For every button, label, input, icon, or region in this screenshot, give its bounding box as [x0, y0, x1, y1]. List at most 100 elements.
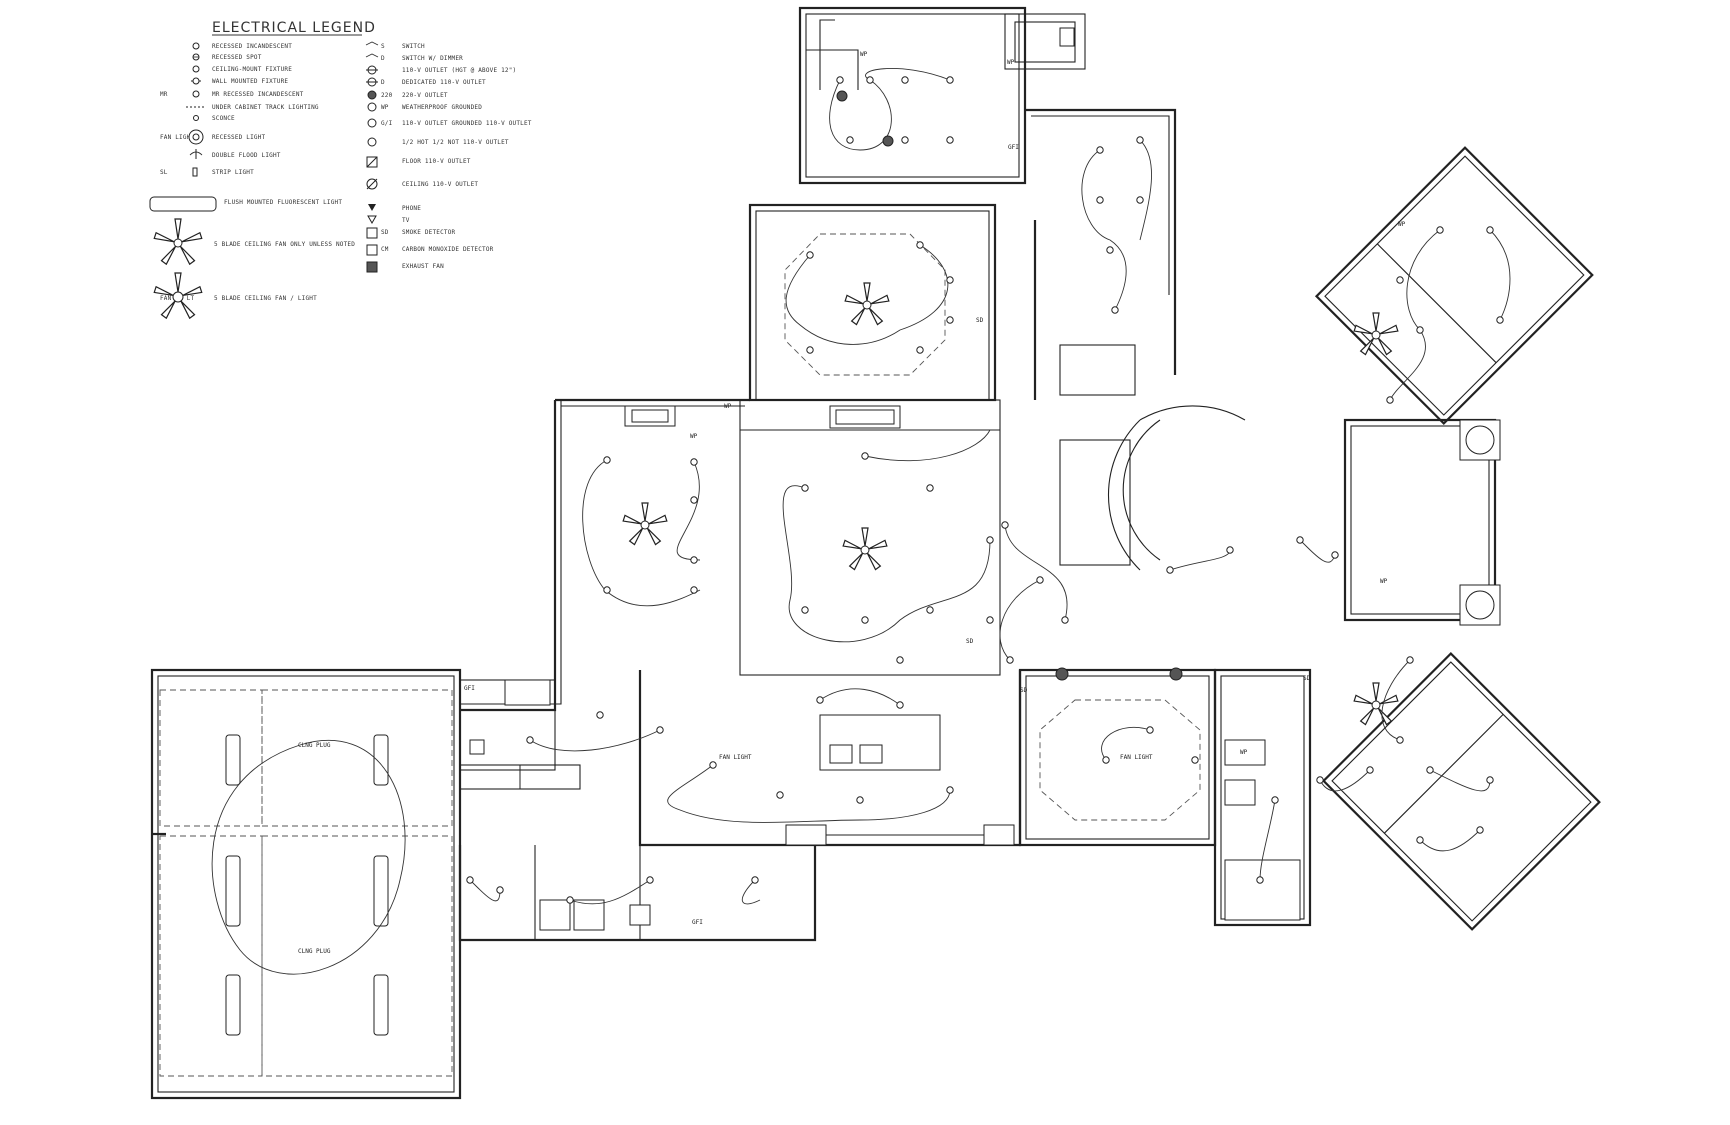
recessed-light-fixture [926, 606, 934, 614]
recessed-light-fixture [836, 76, 844, 84]
smoke-detector-label: SD [1020, 687, 1028, 694]
fan-light-label: FAN LIGHT [1120, 754, 1153, 761]
recessed-light-fixture [1006, 656, 1014, 664]
legend-symbol-code: FAN LIGHT [160, 134, 194, 141]
recessed-light-fixture [466, 876, 474, 884]
recessed-light-fixture [1366, 766, 1374, 774]
ceiling-fans [622, 282, 1399, 726]
light-fixtures [466, 76, 1504, 904]
recessed-light-fixture [926, 484, 934, 492]
gfi-label: GFI [1008, 144, 1019, 151]
recessed-light-fixture [1476, 826, 1484, 834]
legend-title: ELECTRICAL LEGEND [212, 20, 376, 36]
legend-symbol-code: MR [160, 91, 168, 98]
recessed-light-fixture [1096, 196, 1104, 204]
ceiling-fan-icon [844, 282, 890, 326]
recessed-light-fixture [1061, 616, 1069, 624]
recessed-light-fixture [1001, 521, 1009, 529]
legend-symbol-code: CM [381, 246, 389, 253]
legend-item-label: SCONCE [212, 115, 235, 122]
recessed-light-fixture [901, 136, 909, 144]
legend-item-label: WALL MOUNTED FIXTURE [212, 78, 288, 85]
ceiling-fan-icon [622, 502, 668, 546]
recessed-light-fixture [846, 136, 854, 144]
recessed-light-fixture [861, 616, 869, 624]
plan-labels: WP WP WP WP WP WP WP SD SD SD SD GFI GFI… [298, 51, 1406, 955]
recessed-light-fixture [916, 346, 924, 354]
legend-item-label: RECESSED INCANDESCENT [212, 43, 292, 50]
recessed-light-fixture [946, 76, 954, 84]
legend-item-label: DOUBLE FLOOD LIGHT [212, 152, 281, 159]
recessed-light-fixture [1226, 546, 1234, 554]
legend-symbol-code: D [381, 79, 385, 86]
recessed-light-fixture [646, 876, 654, 884]
wall-sconces [836, 90, 1183, 681]
recessed-light-fixture [986, 536, 994, 544]
ceiling-fan-icon [1353, 682, 1399, 726]
legend-symbol-code: SL [160, 169, 168, 176]
recessed-light-fixture [806, 346, 814, 354]
recessed-light-fixture [1106, 246, 1114, 254]
walls [150, 6, 1601, 1100]
recessed-light-fixture [1406, 656, 1414, 664]
recessed-light-fixture [916, 241, 924, 249]
recessed-light-fixture [801, 484, 809, 492]
recessed-light-fixture [816, 696, 824, 704]
recessed-light-fixture [656, 726, 664, 734]
legend-item-label: PHONE [402, 205, 421, 212]
recessed-light-fixture [751, 876, 759, 884]
recessed-light-fixture [1331, 551, 1339, 559]
recessed-light-fixture [1436, 226, 1444, 234]
ceiling-plug-label: CLNG PLUG [298, 742, 331, 749]
recessed-light-fixture [1486, 776, 1494, 784]
recessed-light-fixture [1396, 276, 1404, 284]
smoke-detector-label: SD [1303, 675, 1311, 682]
recessed-light-fixture [946, 276, 954, 284]
wp-label: WP [1240, 749, 1248, 756]
wp-label: WP [690, 433, 698, 440]
wp-label: WP [860, 51, 868, 58]
recessed-light-fixture [1102, 756, 1110, 764]
legend-fan-icon [153, 218, 203, 266]
recessed-light-fixture [1136, 136, 1144, 144]
recessed-light-fixture [566, 896, 574, 904]
recessed-light-fixture [1386, 396, 1394, 404]
wiring [211, 68, 1511, 975]
legend-item-label: STRIP LIGHT [212, 169, 254, 176]
legend-item-label: 110-V OUTLET GROUNDED 110-V OUTLET [402, 120, 532, 127]
recessed-light-fixture [603, 456, 611, 464]
wp-label: WP [1007, 59, 1015, 66]
recessed-light-fixture [1271, 796, 1279, 804]
gfi-label: GFI [464, 685, 475, 692]
recessed-light-fixture [986, 616, 994, 624]
recessed-light-fixture [896, 701, 904, 709]
recessed-light-fixture [1191, 756, 1199, 764]
recessed-light-fixture [690, 556, 698, 564]
legend-item-label: UNDER CABINET TRACK LIGHTING [212, 104, 319, 111]
ceiling-plug-label: CLNG PLUG [298, 948, 331, 955]
legend-item-label: TV [402, 217, 410, 224]
legend-item-label: SMOKE DETECTOR [402, 229, 456, 236]
legend-item-label: CEILING 110-V OUTLET [402, 181, 478, 188]
legend-symbol-code: S [381, 43, 385, 50]
legend-fan-light-icon [153, 272, 203, 320]
legend-item-label: 5 BLADE CEILING FAN / LIGHT [214, 295, 317, 302]
legend-item-label: SWITCH W/ DIMMER [402, 55, 463, 62]
smoke-detector-label: SD [976, 317, 984, 324]
recessed-light-fixture [709, 761, 717, 769]
smoke-detector-label: SD [966, 638, 974, 645]
legend-symbol-code: SD [381, 229, 389, 236]
recessed-light-fixture [806, 251, 814, 259]
recessed-light-fixture [1166, 566, 1174, 574]
legend-symbol-code: D [381, 55, 385, 62]
legend-item-label: 5 BLADE CEILING FAN ONLY UNLESS NOTED [214, 241, 355, 248]
recessed-light-fixture [896, 656, 904, 664]
recessed-light-fixture [596, 711, 604, 719]
recessed-light-fixture [866, 76, 874, 84]
legend-symbol-code: WP [381, 104, 389, 111]
gfi-label: GFI [692, 919, 703, 926]
legend-symbols [149, 41, 379, 320]
recessed-light-fixture [603, 586, 611, 594]
wp-label: WP [1380, 578, 1388, 585]
